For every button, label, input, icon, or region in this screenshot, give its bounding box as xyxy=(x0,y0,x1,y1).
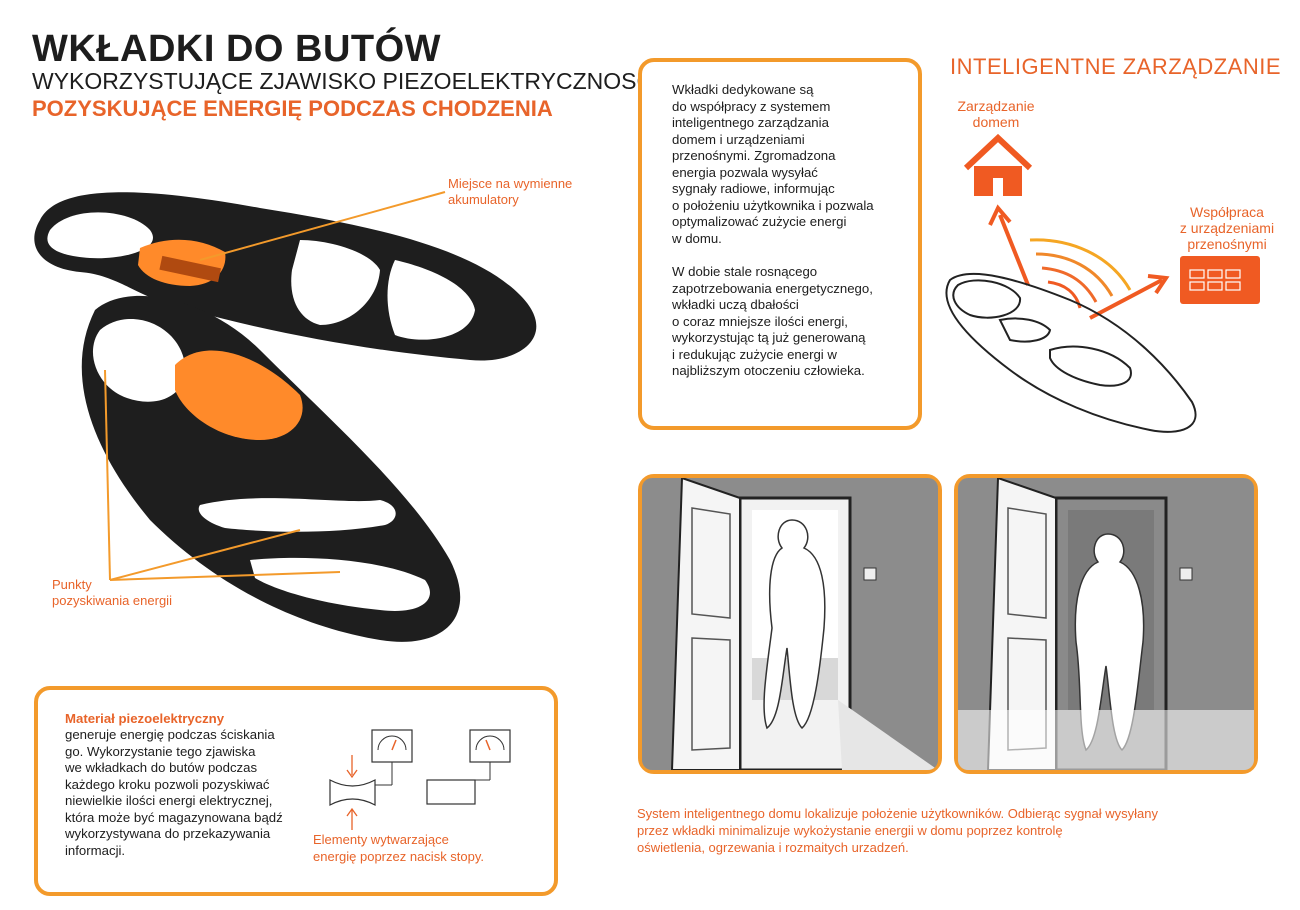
page-title: WKŁADKI DO BUTÓW xyxy=(32,28,442,70)
insoles-illustration xyxy=(34,191,537,642)
scene-door-right xyxy=(958,478,1254,770)
page-subtitle-accent: POZYSKUJĄCE ENERGIĘ PODCZAS CHODZENIA xyxy=(32,96,553,121)
insole-outline xyxy=(945,272,1197,433)
info-paragraph-2: W dobie stale rosnącego zapotrzebowania … xyxy=(672,264,873,378)
label-devices: Współpraca z urządzeniami przenośnymi xyxy=(1179,204,1275,252)
material-text: generuje energię podczas ściskania go. W… xyxy=(65,727,283,858)
smart-title: INTELIGENTNE ZARZĄDZANIE xyxy=(950,54,1282,79)
page-subtitle: WYKORZYSTUJĄCE ZJAWISKO PIEZOELEKTRYCZNO… xyxy=(32,68,660,94)
material-heading: Materiał piezoelektryczny xyxy=(65,711,225,726)
label-battery-slot: Miejsce na wymienne akumulatory xyxy=(448,176,573,207)
device-icon xyxy=(1180,256,1260,304)
house-icon xyxy=(963,133,1033,196)
material-caption: Elementy wytwarzające energię poprzez na… xyxy=(313,832,485,864)
smart-diagram xyxy=(945,133,1260,433)
insole-bottom xyxy=(81,295,461,642)
label-home-management: Zarządzanie domem xyxy=(957,98,1035,130)
scenes-caption: System inteligentnego domu lokalizuje po… xyxy=(637,806,1158,855)
label-energy-points: Punkty pozyskiwania energii xyxy=(52,577,172,608)
material-box xyxy=(34,686,558,896)
insole-top xyxy=(34,192,537,361)
piezo-diagram xyxy=(329,729,511,830)
info-box xyxy=(638,58,922,430)
scene-door-left xyxy=(642,478,938,770)
info-paragraph-1: Wkładki dedykowane są do współpracy z sy… xyxy=(672,82,874,246)
